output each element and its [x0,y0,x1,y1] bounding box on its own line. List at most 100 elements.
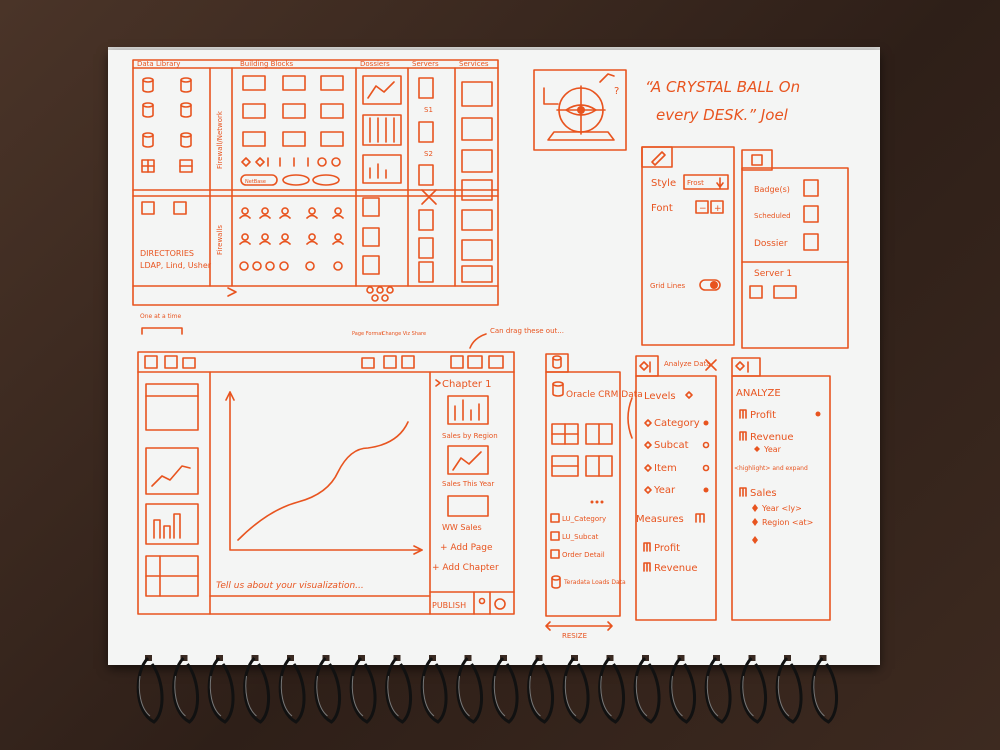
viz-thumb-line[interactable] [145,447,199,495]
highlight-note: <highlight> and expand [734,465,808,472]
sales-year-ly[interactable]: Year <ly> [761,504,802,513]
chapter-label[interactable]: Chapter 1 [442,379,492,390]
user-icon[interactable] [478,597,486,605]
subcat-radio[interactable] [702,441,710,449]
measures-label[interactable]: Measures [636,514,684,525]
edit-pencil-icon[interactable] [450,355,464,369]
image-tool-button[interactable] [488,355,504,369]
dossier-editor [137,351,515,615]
change-viz-share-note: Change Viz Share [382,331,426,337]
page-ww-sales[interactable]: WW Sales [442,523,482,532]
level-subcat[interactable]: Subcat [654,440,689,451]
add-level-icon[interactable] [752,536,758,544]
level-category[interactable]: Category [654,418,700,429]
ring-highlight [209,675,222,717]
text-tool-button[interactable] [467,355,483,369]
page-thumb-sales-by-region[interactable] [447,395,489,425]
binding-hole [713,655,720,661]
sales-region-at[interactable]: Region <at> [762,518,813,527]
table-lu-category[interactable]: LU_Category [562,515,606,523]
sales-item[interactable]: Sales [750,488,777,499]
style-dropdown[interactable] [683,174,729,190]
measure-revenue[interactable]: Revenue [654,563,698,574]
bracket-annotation [141,327,183,335]
page-format-note: Page Format [352,331,383,337]
level-year[interactable]: Year [653,485,676,496]
toolbar-button-1[interactable] [144,355,158,369]
ring-highlight [174,675,186,717]
ring-highlight [458,675,470,717]
drag-arrow [627,397,633,439]
clock-icon[interactable] [494,598,506,610]
add-chapter-button[interactable]: + Add Chapter [432,563,499,573]
change-viz-button[interactable] [383,355,397,369]
directories-line1: DIRECTORIES [140,249,194,258]
viz-thumb-table[interactable] [145,383,199,431]
ring-highlight [245,675,257,717]
spiral-ring [527,656,555,724]
page-thumb-sales-this-year[interactable] [447,445,489,475]
directories-line2: LDAP, Lind, Usher [140,261,212,270]
publish-button[interactable]: PUBLISH [432,601,466,610]
item-radio[interactable] [702,464,710,472]
main-chart-canvas[interactable] [225,391,423,555]
year-selected-dot[interactable] [703,487,709,493]
sales-icon [739,487,747,497]
dossier-checkbox[interactable] [803,233,819,251]
font-increase-button[interactable] [710,200,724,214]
page-sales-this-year[interactable]: Sales This Year [442,480,494,488]
architecture-wireframe: Data Library Building Blocks Dossiers Se… [132,59,499,306]
can-drag-note: Can drag these out... [490,327,564,335]
levels-label[interactable]: Levels [644,391,676,402]
spiral-ring [491,656,519,724]
page-thumb-ww-sales[interactable] [447,495,489,517]
table-lu-subcat[interactable]: LU_Subcat [562,533,599,541]
revenue-year[interactable]: Year [763,445,782,454]
badges-checkbox[interactable] [803,179,819,197]
level-item[interactable]: Item [654,463,677,474]
style-panel [641,146,735,346]
binding-hole [606,655,614,661]
caption-input[interactable]: Tell us about your visualization... [216,581,364,591]
profit-icon [739,409,747,419]
spiral-ring [207,656,235,724]
netbase-badge: NetBase [245,179,266,185]
spiral-ring [633,656,661,724]
category-selected-dot[interactable] [703,420,709,426]
resize-arrow[interactable] [545,621,613,631]
ring-highlight [777,675,790,717]
page-format-button[interactable] [361,357,375,369]
revenue-measure-icon [643,562,651,572]
spiral-ring [349,656,377,724]
font-decrease-button[interactable] [695,200,709,214]
profit-item[interactable]: Profit [750,410,776,421]
revenue-icon [739,431,747,441]
grid-lines-toggle[interactable] [699,279,721,291]
measure-profit[interactable]: Profit [654,543,680,554]
analyze-header: ANALYZE [736,388,781,399]
toolbar-button-2[interactable] [164,355,178,369]
chevron-right-icon [435,379,441,387]
teradata-source[interactable]: Teradata Loads Data [563,579,626,586]
toolbar-button-3[interactable] [182,357,196,369]
scheduled-checkbox[interactable] [803,205,819,223]
ring-highlight [742,675,754,717]
profit-selected-dot[interactable] [815,411,821,417]
viz-gallery [145,383,199,597]
firewalls-label: Firewalls [216,225,224,255]
scheduled-label: Scheduled [754,212,791,220]
spiral-ring [704,656,732,724]
share-button[interactable] [401,355,415,369]
dossier-label: Dossier [754,239,788,249]
viz-thumb-bar[interactable] [145,503,199,545]
binding-hole [216,655,223,661]
page-sales-by-region[interactable]: Sales by Region [442,432,498,440]
binding-hole [819,655,827,661]
spiral-ring [669,656,697,724]
revenue-item[interactable]: Revenue [750,432,794,443]
server-s1-label: S1 [424,106,433,114]
add-page-button[interactable]: + Add Page [440,543,493,553]
table-order-detail[interactable]: Order Detail [562,551,605,559]
directory-icons [141,197,394,302]
data-source-name[interactable]: Oracle CRM Data [566,390,643,400]
